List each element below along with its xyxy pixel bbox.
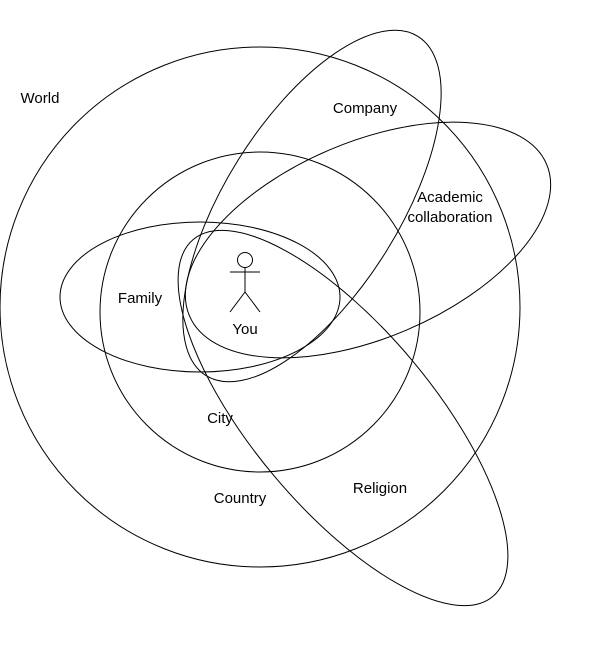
actor-right-leg <box>244 291 261 313</box>
country-label: Country <box>214 490 267 507</box>
academic-collaboration-ellipse[interactable] <box>151 74 585 406</box>
religion-label: Religion <box>353 480 407 497</box>
academic-label-line1: Academic <box>417 189 483 206</box>
actor-head <box>237 252 253 268</box>
you-label: You <box>232 321 257 338</box>
company-label: Company <box>333 100 398 117</box>
academic-label-line2: collaboration <box>407 209 492 226</box>
family-ellipse[interactable] <box>59 221 341 373</box>
religion-ellipse[interactable] <box>124 182 561 654</box>
stick-figure-icon[interactable] <box>229 252 261 313</box>
actor-left-leg <box>229 291 246 313</box>
city-label: City <box>207 410 233 427</box>
company-ellipse[interactable] <box>132 0 492 422</box>
world-label: World <box>21 90 60 107</box>
family-label: Family <box>118 290 163 307</box>
country-city-circle[interactable] <box>99 151 421 473</box>
world-circle[interactable] <box>0 46 521 568</box>
